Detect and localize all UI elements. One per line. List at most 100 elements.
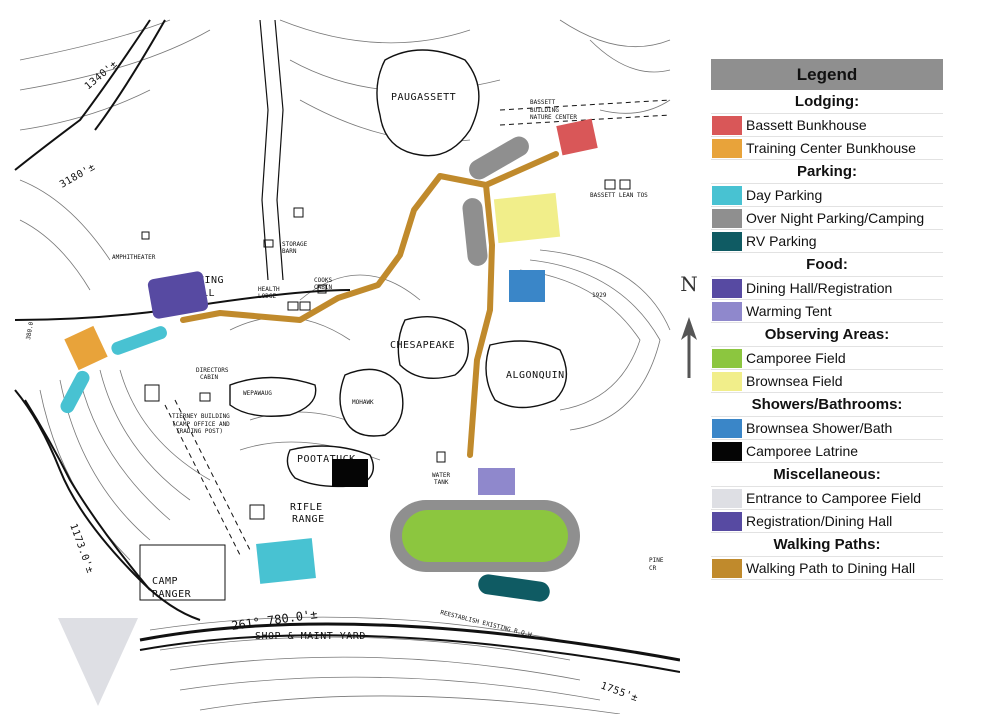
rifle-range-label: RIFLE xyxy=(290,502,323,513)
algonquin-area xyxy=(485,340,568,409)
algonquin-label: ALGONQUIN xyxy=(506,370,565,381)
directors-cabin-label-2: CABIN xyxy=(200,374,218,381)
legend-swatch xyxy=(712,301,742,321)
water-tank-label: WATER xyxy=(432,472,450,479)
cooks-cabin-label-2: CABIN xyxy=(314,284,332,291)
legend-item-label: Walking Path to Dining Hall xyxy=(746,560,916,576)
legend-swatch xyxy=(712,511,742,531)
legend-heading: Showers/Bathrooms: xyxy=(711,393,943,417)
legend-item-label: Training Center Bunkhouse xyxy=(746,140,916,156)
legend-heading: Walking Paths: xyxy=(711,533,943,557)
camp-ranger-label: CAMP xyxy=(152,576,178,587)
directors-cabin-label: DIRECTORS xyxy=(196,367,229,374)
legend-heading: Food: xyxy=(711,253,943,277)
paugassett-label: PAUGASSETT xyxy=(391,92,456,103)
legend-swatch xyxy=(712,371,742,391)
legend-item: Camporee Latrine xyxy=(711,440,943,463)
legend-swatch xyxy=(712,558,742,578)
legend-item-label: Warming Tent xyxy=(746,303,832,319)
legend-item-label: RV Parking xyxy=(746,233,817,249)
legend-swatch xyxy=(712,278,742,298)
legend-item: Warming Tent xyxy=(711,300,943,323)
wepawaug-label: WEPAWAUG xyxy=(243,390,272,397)
legend-item-label: Registration/Dining Hall xyxy=(746,513,893,529)
health-lodge-label: HEALTH xyxy=(258,286,280,293)
north-letter: N xyxy=(680,272,698,296)
storage-barn-label: STORAGE xyxy=(282,241,308,248)
legend-swatch xyxy=(712,348,742,368)
legend-item-label: Over Night Parking/Camping xyxy=(746,210,925,226)
legend-swatch xyxy=(712,115,742,135)
legend-item: Walking Path to Dining Hall xyxy=(711,557,943,580)
buildings xyxy=(139,179,631,601)
camporee-field-area xyxy=(402,510,568,562)
overnight-parking-area-2 xyxy=(462,198,488,266)
terrain-contours xyxy=(19,19,671,714)
map-background xyxy=(0,0,680,714)
tierney-building-label-2: (CAMP OFFICE AND xyxy=(172,421,230,428)
paugassett-area xyxy=(376,49,480,157)
lake-outlines xyxy=(229,49,568,488)
shop-maint-label: SHOP & MAINT YARD xyxy=(255,631,366,642)
day-parking-area-2 xyxy=(60,370,90,414)
legend-item-label: Camporee Latrine xyxy=(746,443,859,459)
camp-map: PAUGASSETT BASSETT BUILDING NATURE CENTE… xyxy=(0,0,680,714)
amphitheater-label: AMPHITHEATER xyxy=(112,254,156,261)
dining-hall-area xyxy=(147,271,209,319)
tierney-building-label: TIERNEY BUILDING xyxy=(172,413,230,420)
legend-title: Legend xyxy=(711,59,943,90)
legend-item-label: Brownsea Field xyxy=(746,373,843,389)
warming-tent-area xyxy=(478,468,515,495)
training-center-bunkhouse-area xyxy=(64,325,108,371)
elevation-1929: 1929 xyxy=(592,292,607,299)
wepawaug-area xyxy=(229,376,317,417)
legend-item-label: Brownsea Shower/Bath xyxy=(746,420,893,436)
legend-heading: Miscellaneous: xyxy=(711,463,943,487)
legend-item-label: Entrance to Camporee Field xyxy=(746,490,922,506)
chesapeake-label: CHESAPEAKE xyxy=(390,340,455,351)
overlays xyxy=(58,118,598,706)
legend-swatch xyxy=(712,185,742,205)
pine-label: PINE xyxy=(649,557,664,564)
mohawk-label: MOHAWK xyxy=(352,399,374,406)
chesapeake-area xyxy=(397,315,469,379)
rv-parking-area xyxy=(478,574,550,602)
legend-swatch xyxy=(712,418,742,438)
latrine-area xyxy=(332,459,368,487)
legend-item: Entrance to Camporee Field xyxy=(711,487,943,510)
legend-item: Brownsea Shower/Bath xyxy=(711,417,943,440)
bassett-bunkhouse-area xyxy=(556,118,598,156)
legend-item: RV Parking xyxy=(711,230,943,253)
bassett-building-label-2: BUILDING xyxy=(530,107,559,114)
rifle-range-label-2: RANGE xyxy=(292,514,325,525)
brownsea-field-area xyxy=(493,192,561,244)
mohawk-area xyxy=(339,368,404,437)
storage-barn-label-2: BARN xyxy=(282,248,297,255)
entrance-marker xyxy=(58,618,138,706)
legend-heading: Parking: xyxy=(711,160,943,184)
legend-item-label: Dining Hall/Registration xyxy=(746,280,893,296)
bassett-building-label: BASSETT xyxy=(530,99,556,106)
legend-heading: Observing Areas: xyxy=(711,323,943,347)
health-lodge-label-2: LODGE xyxy=(258,293,276,300)
brownsea-shower-area xyxy=(509,270,545,302)
camp-ranger-label-2: RANGER xyxy=(152,589,192,600)
legend-item: Camporee Field xyxy=(711,347,943,370)
legend-swatch xyxy=(712,441,742,461)
pine-label-2: CR xyxy=(649,565,657,572)
overnight-parking-area-1 xyxy=(469,136,529,180)
pootatuck-label: POOTATUCK xyxy=(297,454,356,465)
legend-item: Brownsea Field xyxy=(711,370,943,393)
legend-item: Training Center Bunkhouse xyxy=(711,137,943,160)
legend-item: Dining Hall/Registration xyxy=(711,277,943,300)
elevation-380: 380.0' xyxy=(25,318,36,341)
walking-path xyxy=(180,151,559,458)
north-arrow-icon xyxy=(681,317,697,378)
dining-hall-label: NING xyxy=(198,275,224,286)
day-parking-area-1 xyxy=(111,326,167,355)
north-arrow: N xyxy=(677,272,701,382)
legend-item: Over Night Parking/Camping xyxy=(711,207,943,230)
legend-item-label: Camporee Field xyxy=(746,350,846,366)
day-parking-area-3 xyxy=(256,538,316,584)
